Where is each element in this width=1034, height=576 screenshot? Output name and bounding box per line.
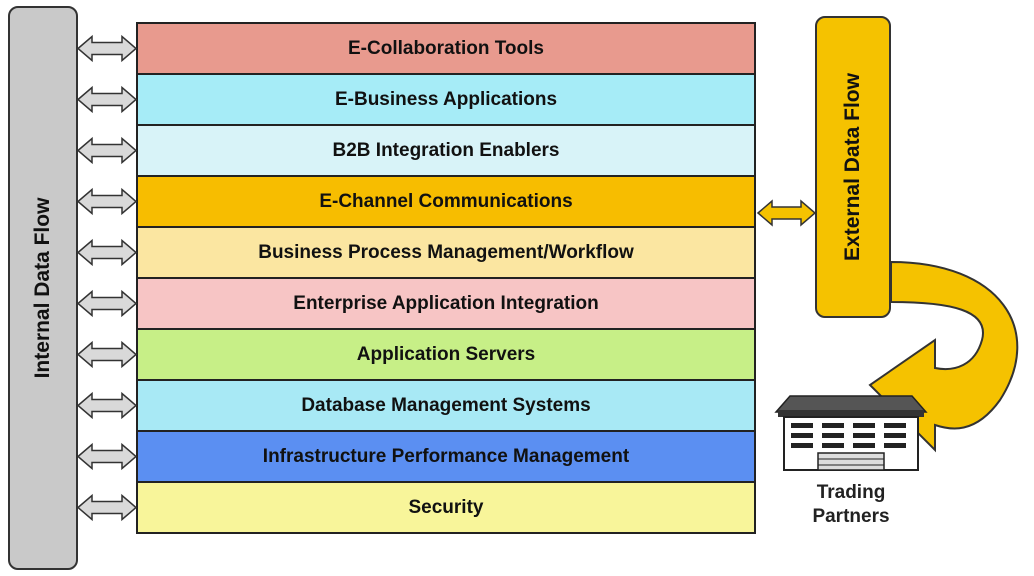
internal-double-arrow-icon xyxy=(76,442,138,471)
internal-double-arrow-icon xyxy=(76,85,138,114)
internal-double-arrow-icon xyxy=(76,238,138,267)
trading-partners-line2: Partners xyxy=(812,506,890,527)
layer-application-servers: Application Servers xyxy=(136,328,756,381)
layer-enterprise-application-integration: Enterprise Application Integration xyxy=(136,277,756,330)
internal-double-arrow-icon xyxy=(76,340,138,369)
internal-double-arrow-icon xyxy=(76,391,138,420)
layer-security: Security xyxy=(136,481,756,534)
building-icon xyxy=(774,395,928,471)
internal-double-arrow-icon xyxy=(76,136,138,165)
internal-double-arrow-icon xyxy=(76,187,138,216)
external-double-arrow-icon xyxy=(756,199,817,227)
internal-double-arrow-icon xyxy=(76,289,138,318)
internal-data-flow-bar: Internal Data Flow xyxy=(8,6,78,570)
trading-partners-label: Trading Partners xyxy=(786,481,916,529)
layer-e-business-applications: E-Business Applications xyxy=(136,73,756,126)
layer-e-collaboration-tools: E-Collaboration Tools xyxy=(136,22,756,75)
layer-database-management-systems: Database Management Systems xyxy=(136,379,756,432)
layer-stack: E-Collaboration Tools E-Business Applica… xyxy=(136,22,756,534)
trading-partners-line1: Trading xyxy=(816,482,886,503)
layer-business-process-management: Business Process Management/Workflow xyxy=(136,226,756,279)
internal-double-arrow-icon xyxy=(76,34,138,63)
internal-double-arrow-icon xyxy=(76,493,138,522)
internal-arrow-group xyxy=(76,34,138,522)
external-data-flow-bar: External Data Flow xyxy=(815,16,891,318)
